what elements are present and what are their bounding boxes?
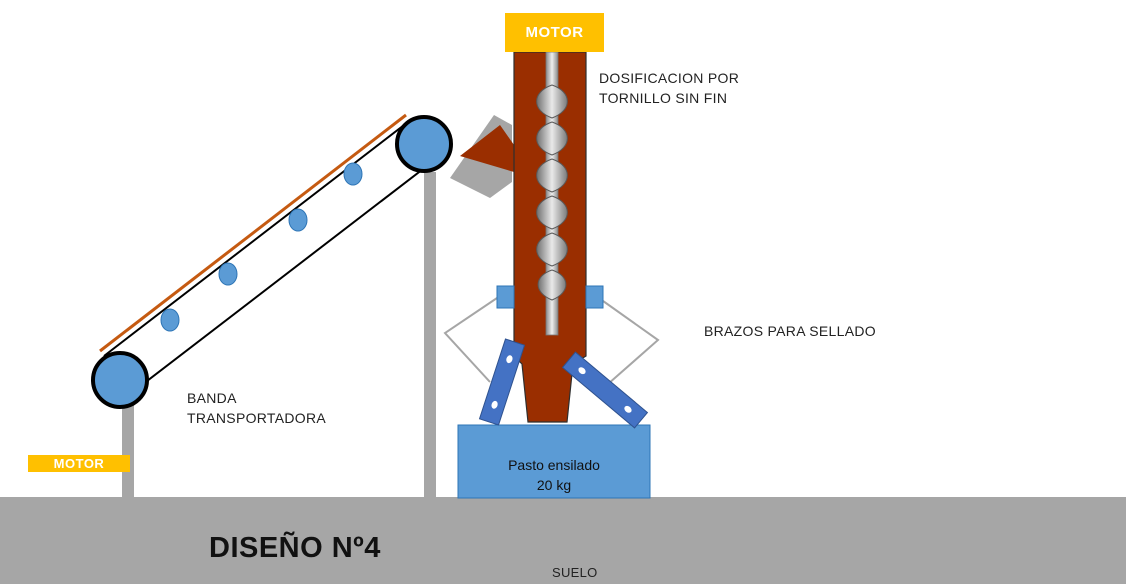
belt-item: [343, 162, 363, 186]
conveyor-left-post: [122, 400, 134, 498]
sealing-arm-right: [561, 351, 649, 429]
screw-spiral: [536, 84, 568, 301]
conveyor-belt: [91, 113, 453, 409]
hopper-inlet: [460, 125, 514, 172]
belt-item: [218, 262, 238, 286]
arm-mount-right: [585, 285, 604, 309]
sealing-arms-label: BRAZOS PARA SELLADO: [704, 323, 876, 339]
motor-top-label: MOTOR: [505, 13, 604, 52]
product-label-line1: Pasto ensilado: [508, 457, 600, 473]
product-container: [457, 424, 651, 499]
ground: [0, 497, 1126, 584]
screw-dosing-label: DOSIFICACION POR TORNILLO SIN FIN: [599, 68, 739, 108]
belt-item: [160, 308, 180, 332]
arm-mount-left: [496, 285, 515, 309]
conveyor-right-post: [424, 172, 436, 498]
conveyor-label: BANDA TRANSPORTADORA: [187, 388, 326, 428]
conveyor-label-line1: BANDA: [187, 390, 237, 406]
ground-label: SUELO: [552, 565, 598, 580]
sealing-arm-left: [478, 338, 526, 426]
motor-bottom-label: MOTOR: [28, 455, 130, 472]
product-label-line2: 20 kg: [536, 477, 572, 493]
sealing-arm-frames: [443, 295, 660, 385]
design-title: DISEÑO Nº4: [209, 532, 381, 564]
conveyor-label-line2: TRANSPORTADORA: [187, 410, 327, 426]
screw-dosing-label-line2: TORNILLO SIN FIN: [599, 90, 728, 106]
conveyor-lower-roller: [91, 351, 149, 409]
belt-item: [288, 208, 308, 232]
screw-dosing-label-line1: DOSIFICACION POR: [599, 70, 740, 86]
product-label: Pasto ensilado 20 kg: [458, 455, 650, 495]
conveyor-upper-roller: [395, 115, 453, 173]
